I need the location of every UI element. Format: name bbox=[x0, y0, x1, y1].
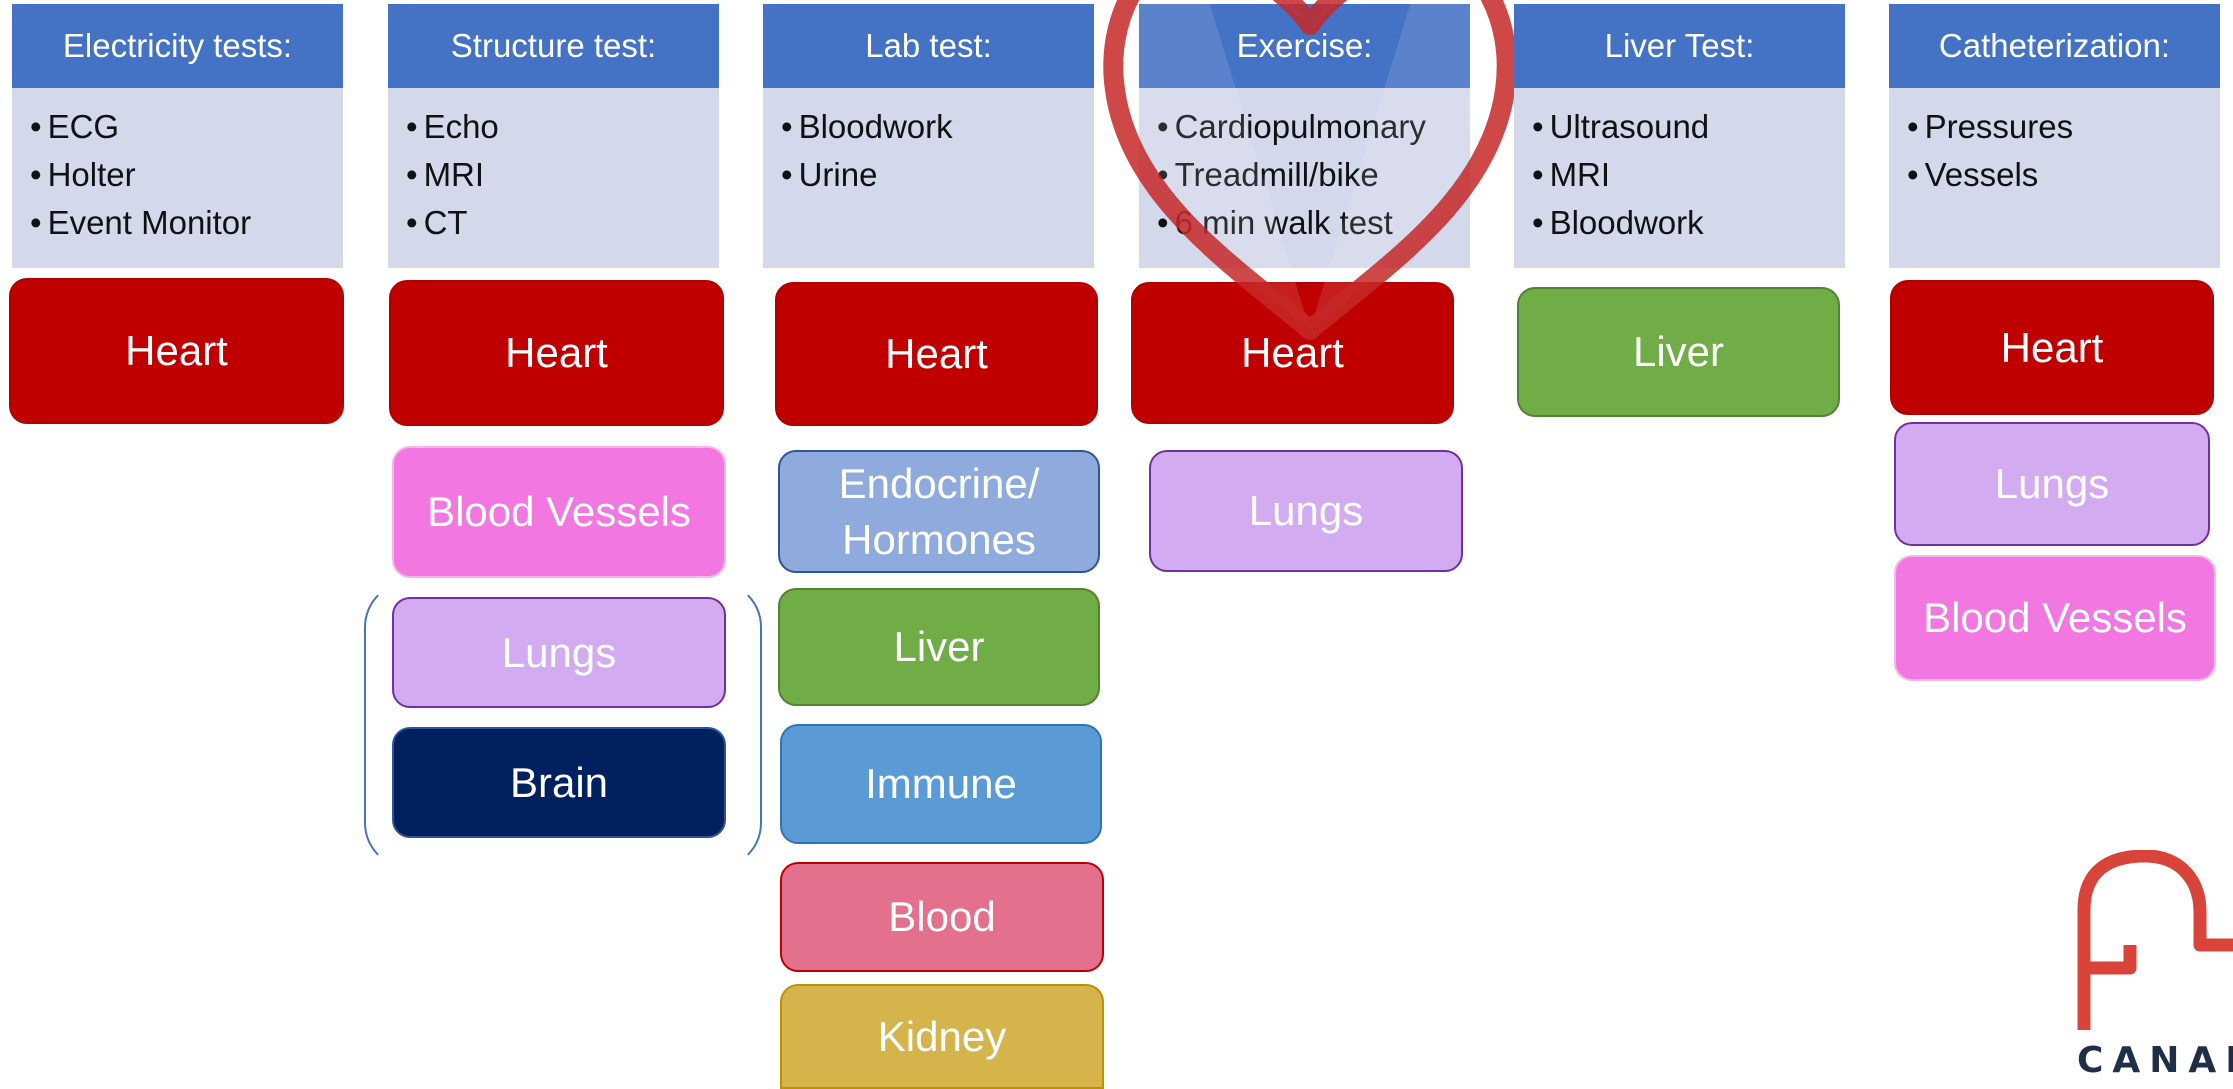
test-item: MRI bbox=[406, 151, 719, 199]
column-header-electricity: Electricity tests: bbox=[12, 4, 343, 88]
organ-box-endocrine: Endocrine/ Hormones bbox=[778, 450, 1100, 573]
test-list-liver: Ultrasound MRI Bloodwork bbox=[1514, 88, 1845, 268]
test-item: Ultrasound bbox=[1532, 103, 1845, 151]
group-bracket bbox=[364, 581, 762, 869]
logo-wordmark: CANAD bbox=[2077, 1040, 2233, 1081]
organ-box-brain: Brain bbox=[392, 727, 726, 838]
column-header-liver: Liver Test: bbox=[1514, 4, 1845, 88]
heart-outline-icon bbox=[1103, 0, 1517, 340]
test-item: MRI bbox=[1532, 151, 1845, 199]
organ-box-lungs: Lungs bbox=[392, 597, 726, 708]
column-header-lab: Lab test: bbox=[763, 4, 1094, 88]
organ-box-heart: Heart bbox=[1890, 280, 2214, 415]
organ-box-heart: Heart bbox=[775, 282, 1098, 426]
test-item: ECG bbox=[30, 103, 343, 151]
test-item: CT bbox=[406, 199, 719, 247]
organ-box-blood: Blood bbox=[780, 862, 1104, 972]
organ-box-blood-vessels: Blood Vessels bbox=[1894, 555, 2216, 681]
organ-box-immune: Immune bbox=[780, 724, 1102, 844]
test-item: Bloodwork bbox=[781, 103, 1094, 151]
test-list-exercise: Cardiopulmonary Treadmill/bike 6 min wal… bbox=[1139, 88, 1470, 268]
test-item: Treadmill/bike bbox=[1157, 151, 1470, 199]
test-item: Pressures bbox=[1907, 103, 2220, 151]
test-list-lab: Bloodwork Urine bbox=[763, 88, 1094, 268]
organ-box-lungs: Lungs bbox=[1149, 450, 1463, 572]
test-item: Holter bbox=[30, 151, 343, 199]
organ-box-heart: Heart bbox=[9, 278, 344, 424]
test-list-electricity: ECG Holter Event Monitor bbox=[12, 88, 343, 268]
test-item: Bloodwork bbox=[1532, 199, 1845, 247]
test-list-structure: Echo MRI CT bbox=[388, 88, 719, 268]
test-item: Vessels bbox=[1907, 151, 2220, 199]
column-header-catheterization: Catheterization: bbox=[1889, 4, 2220, 88]
organ-box-liver: Liver bbox=[1517, 287, 1840, 417]
organ-box-heart: Heart bbox=[389, 280, 724, 426]
organ-box-blood-vessels: Blood Vessels bbox=[392, 446, 726, 578]
organ-box-heart: Heart bbox=[1131, 282, 1454, 424]
test-item: Echo bbox=[406, 103, 719, 151]
organ-box-liver: Liver bbox=[778, 588, 1100, 706]
column-header-structure: Structure test: bbox=[388, 4, 719, 88]
test-item: Event Monitor bbox=[30, 199, 343, 247]
test-list-catheterization: Pressures Vessels bbox=[1889, 88, 2220, 268]
organ-box-kidney: Kidney bbox=[780, 984, 1104, 1089]
test-item: Urine bbox=[781, 151, 1094, 199]
test-item: Cardiopulmonary bbox=[1157, 103, 1470, 151]
heart-logo-icon bbox=[2077, 850, 2233, 1030]
organ-box-lungs: Lungs bbox=[1894, 422, 2210, 546]
